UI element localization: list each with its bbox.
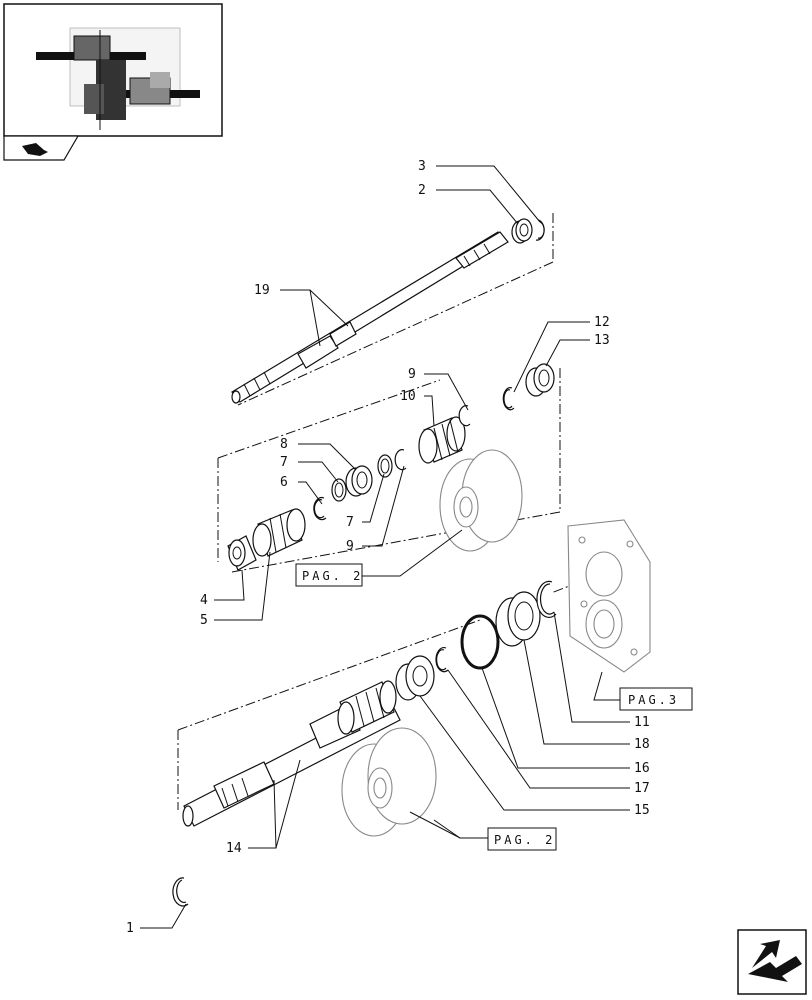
circlip-part-9[interactable] bbox=[394, 449, 407, 471]
page-ref-pag2-lower[interactable]: PAG. 2 bbox=[487, 827, 557, 851]
callout-8: 8 bbox=[280, 437, 288, 452]
page-ref-pag2-lower-label: PAG. 2 bbox=[494, 833, 555, 847]
callout-11: 11 bbox=[634, 715, 650, 730]
circlip-part-3[interactable] bbox=[535, 219, 545, 241]
synchro-part-15[interactable] bbox=[395, 655, 435, 701]
callout-6: 6 bbox=[280, 475, 288, 490]
assembly-thumbnail-icon[interactable] bbox=[3, 3, 223, 137]
circlip-part-17[interactable] bbox=[435, 647, 449, 673]
reference-gear-upper bbox=[439, 449, 523, 552]
callout-9-lower: 9 bbox=[346, 539, 354, 554]
reference-housing-cover bbox=[567, 519, 651, 673]
washer-part-7b[interactable] bbox=[377, 454, 393, 478]
phantom-outline-upper bbox=[237, 213, 554, 406]
callout-12: 12 bbox=[594, 315, 610, 330]
callout-10: 10 bbox=[400, 389, 416, 404]
washer-part-7[interactable] bbox=[331, 478, 347, 502]
circlip-part-1[interactable] bbox=[172, 877, 189, 907]
callout-18: 18 bbox=[634, 737, 650, 752]
callout-14: 14 bbox=[226, 841, 242, 856]
callout-7-lower: 7 bbox=[346, 515, 354, 530]
circlip-part-9b[interactable] bbox=[458, 405, 471, 427]
callout-1: 1 bbox=[126, 921, 134, 936]
gear-part-10[interactable] bbox=[418, 416, 466, 464]
leader-lines bbox=[140, 165, 630, 929]
shaft-part-14[interactable] bbox=[182, 680, 401, 827]
callout-3: 3 bbox=[418, 159, 426, 174]
circlip-part-6[interactable] bbox=[313, 497, 327, 521]
callout-5: 5 bbox=[200, 613, 208, 628]
callout-7-top: 7 bbox=[280, 455, 288, 470]
coupling-part-5[interactable] bbox=[252, 508, 306, 557]
circlip-part-11[interactable] bbox=[536, 580, 557, 618]
next-page-arrow-icon[interactable] bbox=[737, 929, 807, 995]
o-ring-part-16[interactable] bbox=[460, 614, 500, 670]
callout-19: 19 bbox=[254, 283, 270, 298]
callout-15: 15 bbox=[634, 803, 650, 818]
callout-17: 17 bbox=[634, 781, 650, 796]
needle-bearing-part-8[interactable] bbox=[345, 465, 373, 497]
shaft-part-19[interactable] bbox=[231, 231, 509, 404]
callout-16: 16 bbox=[634, 761, 650, 776]
callout-labels: 3 2 19 12 13 9 10 8 7 6 7 9 4 5 14 11 18… bbox=[126, 159, 650, 936]
callout-4: 4 bbox=[200, 593, 208, 608]
bearing-part-13[interactable] bbox=[525, 363, 555, 397]
sleeve-part-4[interactable] bbox=[227, 535, 257, 571]
page-ref-pag2-upper-label: PAG. 2 bbox=[302, 569, 363, 583]
page-ref-pag3[interactable]: PAG.3 bbox=[619, 687, 693, 711]
page-ref-pag2-upper[interactable]: PAG. 2 bbox=[295, 563, 363, 587]
callout-13: 13 bbox=[594, 333, 610, 348]
callout-2: 2 bbox=[418, 183, 426, 198]
bearing-part-18[interactable] bbox=[495, 591, 541, 647]
circlip-part-12[interactable] bbox=[502, 387, 515, 411]
bearing-part-2[interactable] bbox=[511, 218, 533, 244]
tractor-tab-icon[interactable] bbox=[3, 135, 80, 161]
callout-9-top: 9 bbox=[408, 367, 416, 382]
reference-gear-lower bbox=[341, 727, 437, 837]
page-ref-pag3-label: PAG.3 bbox=[628, 693, 679, 707]
